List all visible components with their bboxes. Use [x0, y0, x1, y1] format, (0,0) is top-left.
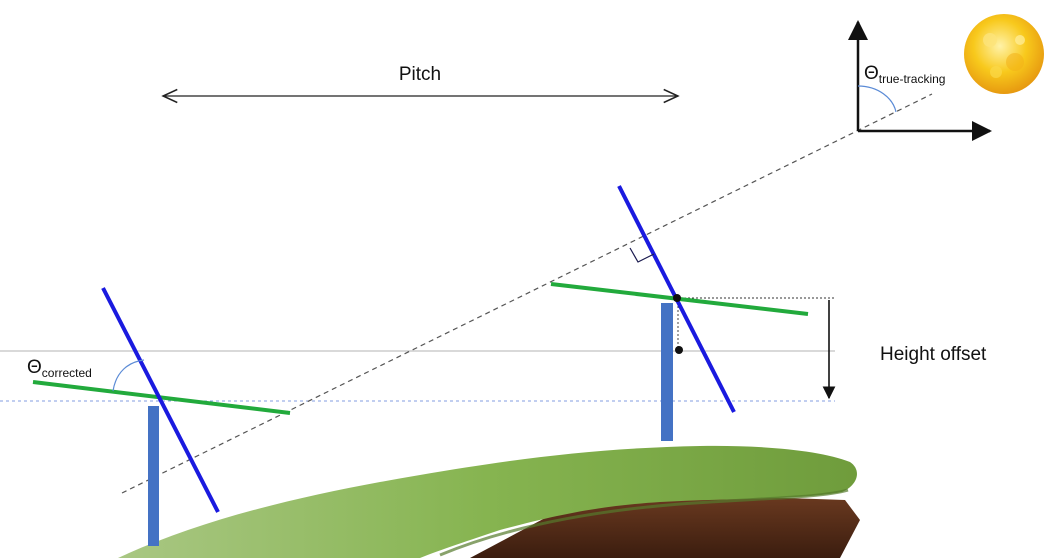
- right-post: [661, 303, 673, 441]
- ground-slope: [118, 445, 860, 558]
- corrected-angle-arc: [112, 359, 145, 392]
- true-tracking-axes: [848, 20, 992, 141]
- corrected-subscript: corrected: [42, 366, 92, 380]
- grass-edge: [439, 488, 849, 557]
- grass-layer: [118, 445, 857, 558]
- left-torque-tube: [32, 380, 291, 415]
- true-tracking-angle-arc: [857, 85, 897, 113]
- right-pivot-dot: [673, 294, 681, 302]
- sun: [964, 14, 1044, 94]
- true-tracking-theta-label: Θtrue-tracking: [864, 63, 945, 86]
- offset-reference-dot: [675, 346, 683, 354]
- theta-symbol: Θ: [27, 357, 42, 378]
- theta-symbol: Θ: [864, 63, 879, 84]
- pitch-label: Pitch: [399, 64, 441, 85]
- left-panel: [101, 287, 220, 513]
- left-post: [148, 406, 159, 546]
- corrected-theta-label: Θcorrected: [27, 357, 92, 380]
- true-tracking-subscript: true-tracking: [879, 72, 946, 86]
- right-angle-marker: [629, 247, 655, 263]
- sun-icon: [964, 14, 1044, 94]
- sun-ray-line: [121, 93, 933, 494]
- height-offset-label: Height offset: [880, 344, 987, 365]
